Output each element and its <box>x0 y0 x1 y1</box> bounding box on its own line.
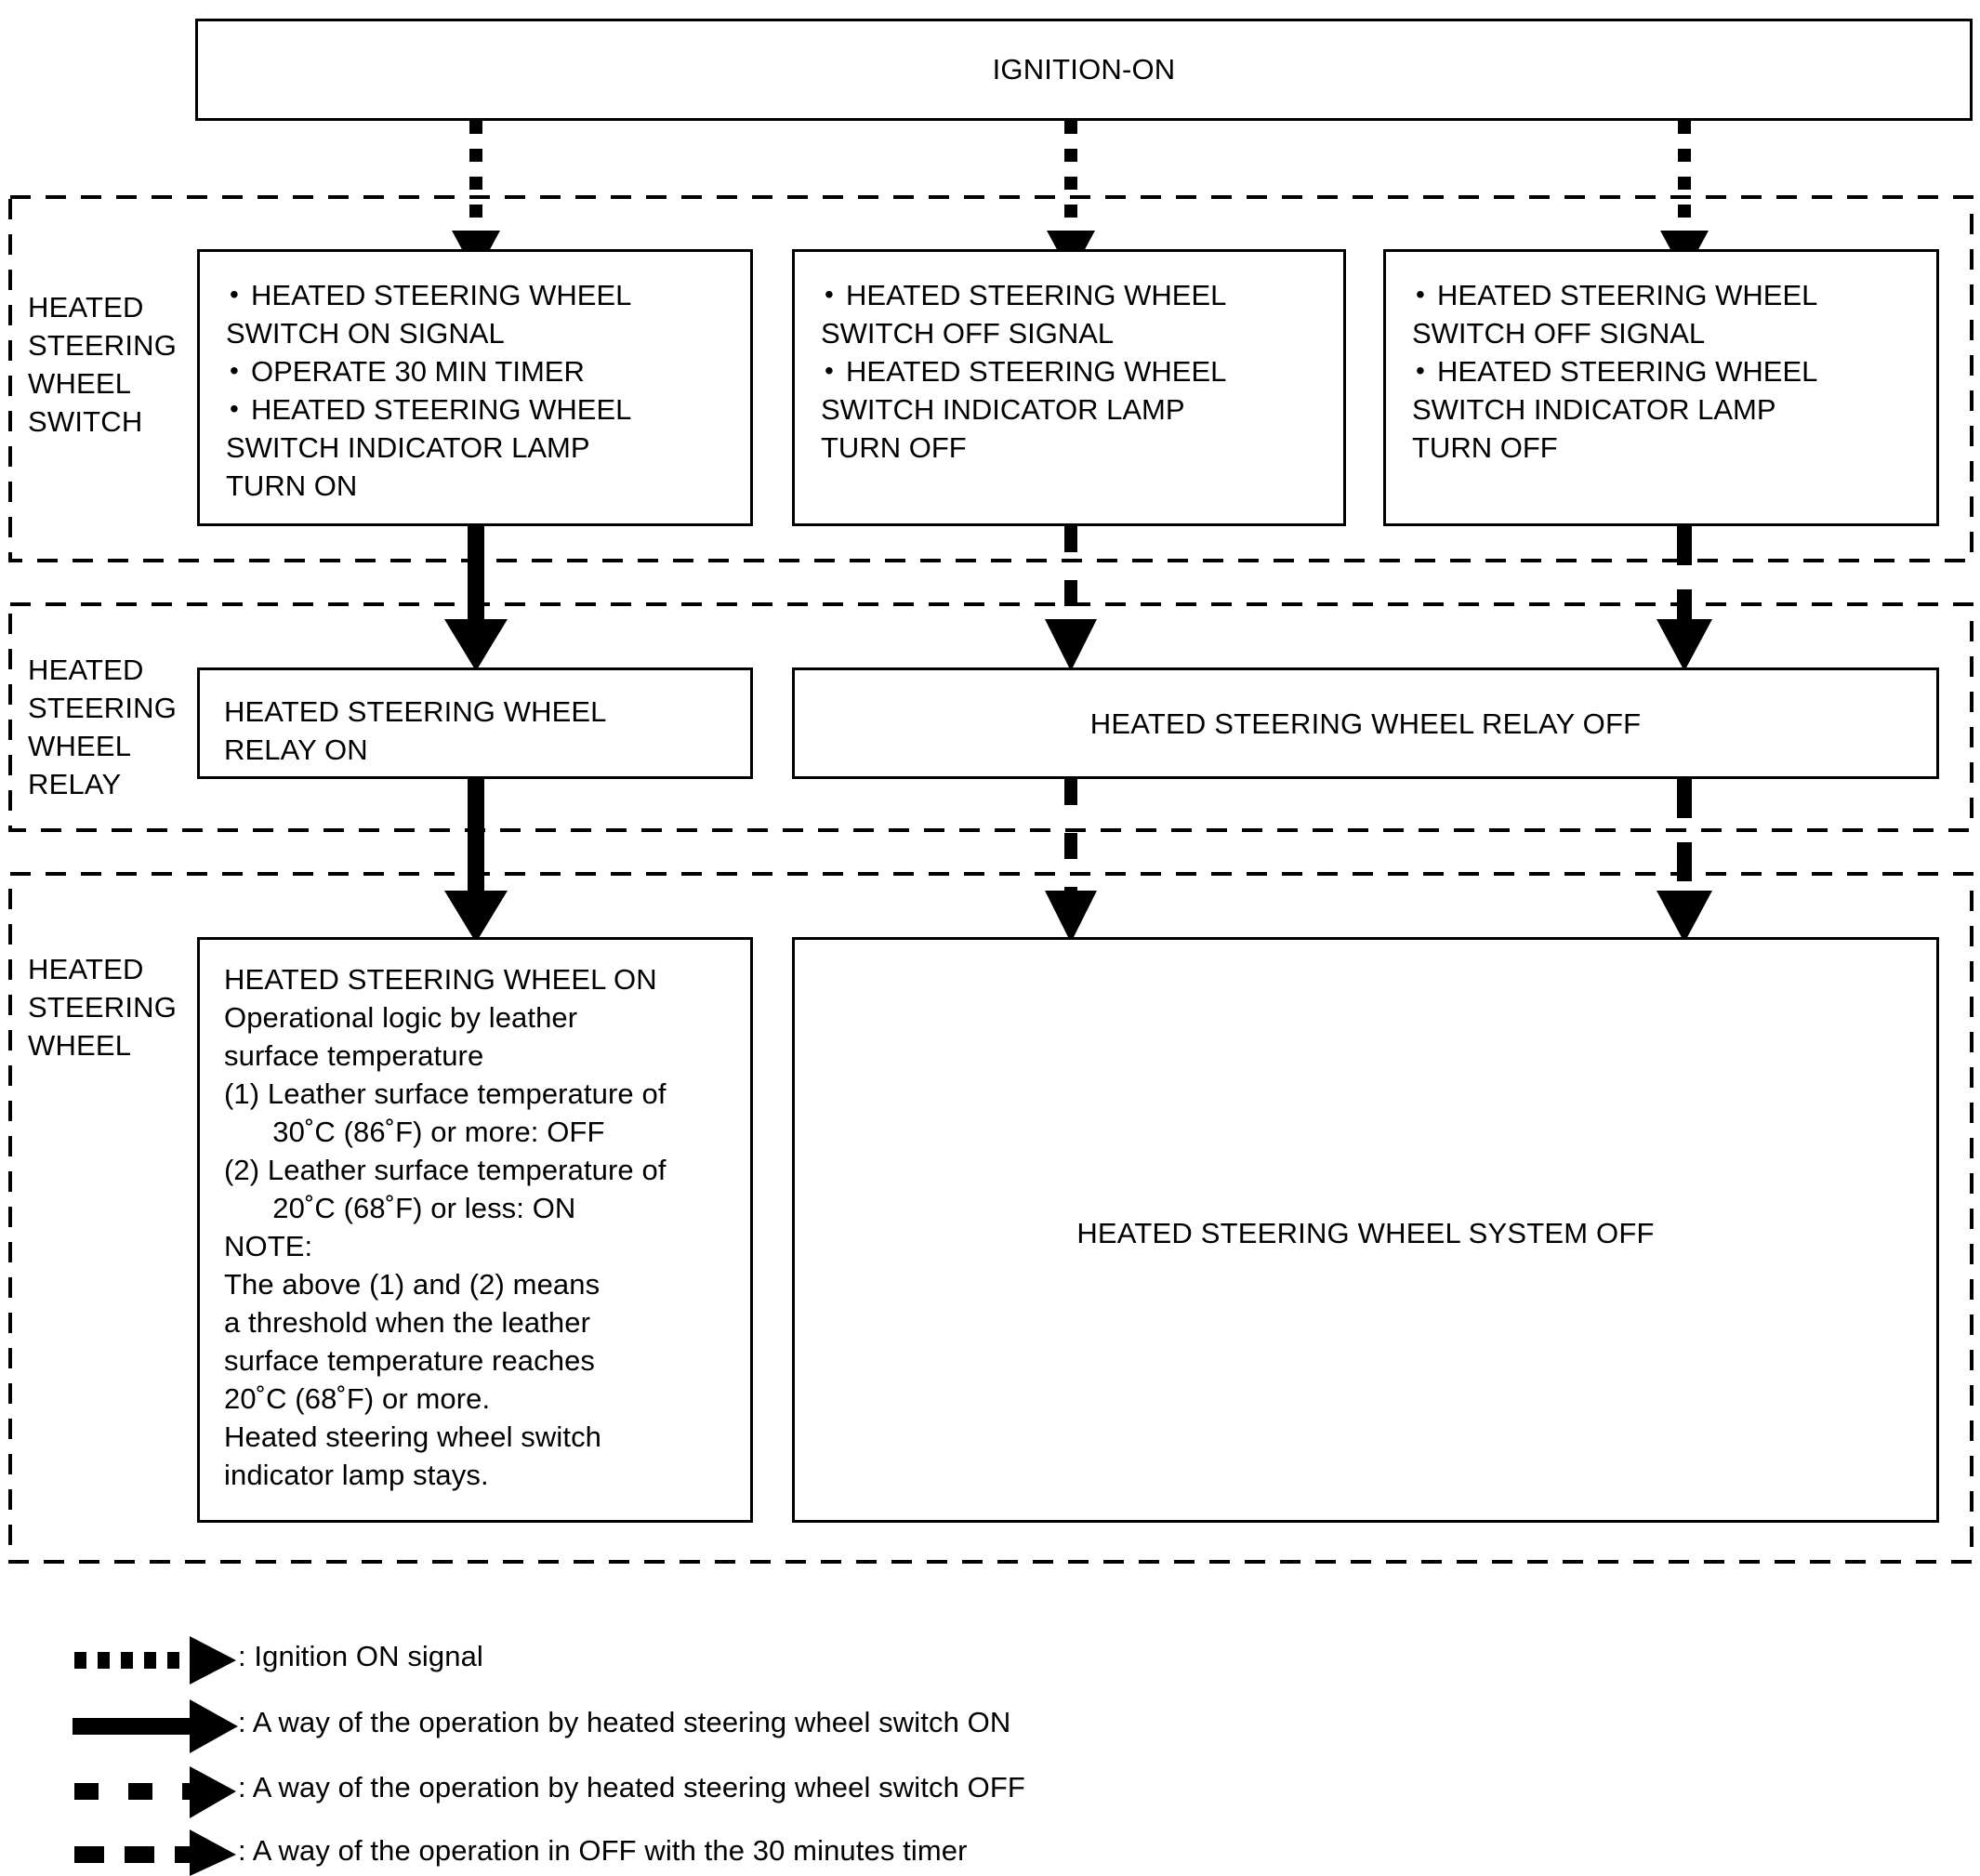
legend-label: : A way of the operation in OFF with the… <box>238 1834 968 1867</box>
bullet-line-cont: SWITCH OFF SIGNAL <box>821 317 1115 350</box>
wheel-on-line: 20˚C (68˚F) or less: ON <box>224 1192 576 1224</box>
relay-on-line2: RELAY ON <box>224 733 368 766</box>
wheel-on-box: HEATED STEERING WHEEL ON Operational log… <box>197 937 753 1523</box>
bullet-line-cont: SWITCH OFF SIGNAL <box>1412 317 1706 350</box>
switch-off-right-bullets: HEATED STEERING WHEEL SWITCH OFF SIGNAL … <box>1412 275 1921 467</box>
switch-off-right-box: HEATED STEERING WHEEL SWITCH OFF SIGNAL … <box>1383 249 1939 526</box>
wheel-on-note-label: NOTE: <box>224 1230 313 1262</box>
timer-arrowhead-system-off <box>1657 891 1712 943</box>
bullet-line-cont: SWITCH INDICATOR LAMP <box>1412 393 1776 426</box>
bullet-line-cont: SWITCH INDICATOR LAMP <box>226 431 590 464</box>
list-item: HEATED STEERING WHEEL SWITCH OFF SIGNAL <box>821 275 1330 352</box>
section-label-relay: HEATED STEERING WHEEL RELAY <box>28 654 178 800</box>
section-label-wheel: HEATED STEERING WHEEL <box>28 953 178 1062</box>
bullet-line: HEATED STEERING WHEEL <box>846 279 1227 311</box>
solid-arrowhead-wheel <box>444 891 508 943</box>
legend-label: : Ignition ON signal <box>238 1640 483 1672</box>
bullet-line: HEATED STEERING WHEEL <box>1437 279 1818 311</box>
wheel-on-text: HEATED STEERING WHEEL ON Operational log… <box>224 960 745 1494</box>
timer-arrowhead-relay <box>1657 619 1712 671</box>
bullet-line-cont: SWITCH ON SIGNAL <box>226 317 505 350</box>
wheel-on-heading: HEATED STEERING WHEEL ON <box>224 963 657 996</box>
wheel-on-line: surface temperature reaches <box>224 1344 596 1377</box>
legend-long-dash-arrowhead <box>190 1830 236 1876</box>
list-item: HEATED STEERING WHEEL SWITCH INDICATOR L… <box>1412 351 1921 467</box>
wheel-on-line: 20˚C (68˚F) or more. <box>224 1382 491 1415</box>
wheel-on-line: (2) Leather surface temperature of <box>224 1154 667 1186</box>
wheel-on-line: indicator lamp stays. <box>224 1459 489 1491</box>
legend-solid-arrowhead <box>190 1699 238 1753</box>
bullet-line-cont: TURN ON <box>226 469 358 502</box>
list-item: HEATED STEERING WHEEL SWITCH INDICATOR L… <box>821 351 1330 467</box>
relay-on-label: HEATED STEERING WHEEL RELAY ON <box>224 693 606 769</box>
dashed-arrowhead-relay-center <box>1045 619 1097 671</box>
relay-on-line1: HEATED STEERING WHEEL <box>224 695 607 728</box>
ignition-on-box: IGNITION-ON <box>195 19 1973 121</box>
relay-on-box: HEATED STEERING WHEEL RELAY ON <box>197 667 753 779</box>
wheel-on-line: 30˚C (86˚F) or more: OFF <box>224 1116 605 1148</box>
bullet-line-cont: TURN OFF <box>821 431 967 464</box>
legend-short-dash-arrowhead <box>190 1766 236 1818</box>
switch-on-box: HEATED STEERING WHEEL SWITCH ON SIGNAL O… <box>197 249 753 526</box>
list-item: HEATED STEERING WHEEL SWITCH INDICATOR L… <box>226 390 735 505</box>
bullet-line-cont: TURN OFF <box>1412 431 1558 464</box>
bullet-line: OPERATE 30 MIN TIMER <box>251 355 585 388</box>
wheel-on-line: surface temperature <box>224 1039 484 1072</box>
bullet-line: HEATED STEERING WHEEL <box>251 393 632 426</box>
legend-label: : A way of the operation by heated steer… <box>238 1706 1011 1738</box>
switch-off-center-box: HEATED STEERING WHEEL SWITCH OFF SIGNAL … <box>792 249 1346 526</box>
wheel-on-line: Operational logic by leather <box>224 1001 578 1034</box>
bullet-line: HEATED STEERING WHEEL <box>251 279 632 311</box>
ignition-on-label: IGNITION-ON <box>992 53 1176 86</box>
switch-off-center-bullets: HEATED STEERING WHEEL SWITCH OFF SIGNAL … <box>821 275 1330 467</box>
system-off-label: HEATED STEERING WHEEL SYSTEM OFF <box>1076 1217 1655 1249</box>
list-item: OPERATE 30 MIN TIMER <box>226 351 735 390</box>
solid-arrowhead-relay <box>444 619 508 671</box>
system-off-box: HEATED STEERING WHEEL SYSTEM OFF <box>792 937 1939 1523</box>
bullet-line: HEATED STEERING WHEEL <box>1437 355 1818 388</box>
list-item: HEATED STEERING WHEEL SWITCH OFF SIGNAL <box>1412 275 1921 352</box>
legend-label: : A way of the operation by heated steer… <box>238 1771 1025 1803</box>
wheel-on-line: Heated steering wheel switch <box>224 1420 602 1453</box>
dashed-arrowhead-system-off-center <box>1045 891 1097 943</box>
relay-off-label: HEATED STEERING WHEEL RELAY OFF <box>1089 707 1642 740</box>
section-label-switch: HEATED STEERING WHEEL SWITCH <box>28 291 178 438</box>
bullet-line-cont: SWITCH INDICATOR LAMP <box>821 393 1185 426</box>
wheel-on-line: a threshold when the leather <box>224 1306 591 1339</box>
wheel-on-line: The above (1) and (2) means <box>224 1268 601 1301</box>
list-item: HEATED STEERING WHEEL SWITCH ON SIGNAL <box>226 275 735 352</box>
bullet-line: HEATED STEERING WHEEL <box>846 355 1227 388</box>
switch-on-bullets: HEATED STEERING WHEEL SWITCH ON SIGNAL O… <box>226 275 735 505</box>
relay-off-box: HEATED STEERING WHEEL RELAY OFF <box>792 667 1939 779</box>
legend-dotted-arrowhead <box>190 1636 236 1684</box>
wheel-on-line: (1) Leather surface temperature of <box>224 1077 667 1110</box>
